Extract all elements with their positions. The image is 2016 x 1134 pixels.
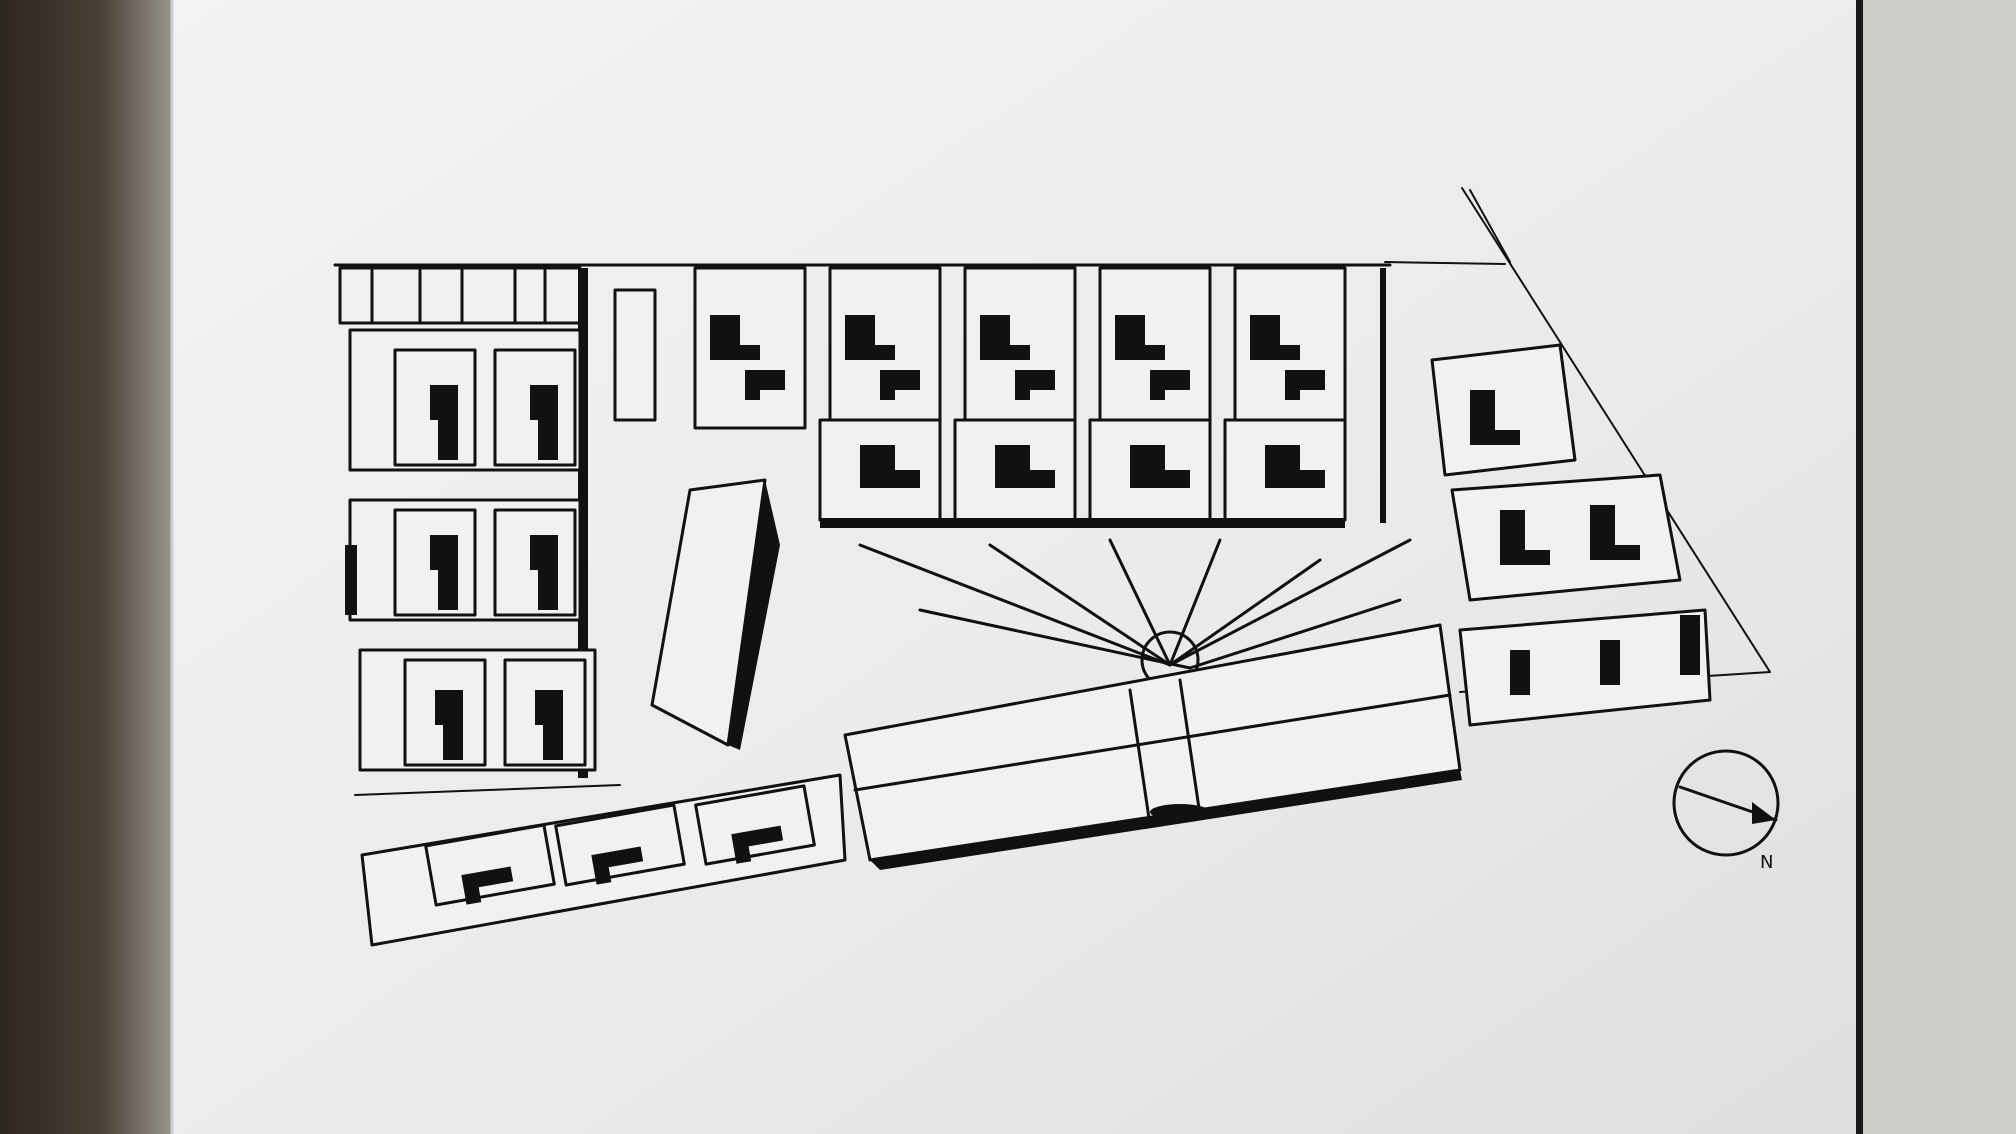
compass-label: N	[1760, 852, 1773, 873]
compass-circle	[1672, 749, 1780, 857]
boundary-line	[1384, 261, 1506, 265]
radial-paths	[858, 538, 1412, 690]
boundary-line	[1461, 187, 1771, 673]
site-drawing	[333, 187, 1771, 947]
boundary-line	[1469, 189, 1511, 263]
right-shadow	[1855, 0, 1863, 1134]
north-arrow-icon	[1752, 802, 1776, 824]
north-block-rows	[613, 266, 1386, 528]
east-block-cluster	[1430, 343, 1712, 727]
tilted-block	[650, 478, 780, 750]
compass: N	[1672, 749, 1780, 873]
southwest-block-row	[360, 773, 847, 947]
west-block-rows	[338, 266, 597, 778]
boundary-line	[354, 784, 621, 796]
central-building	[843, 623, 1462, 870]
